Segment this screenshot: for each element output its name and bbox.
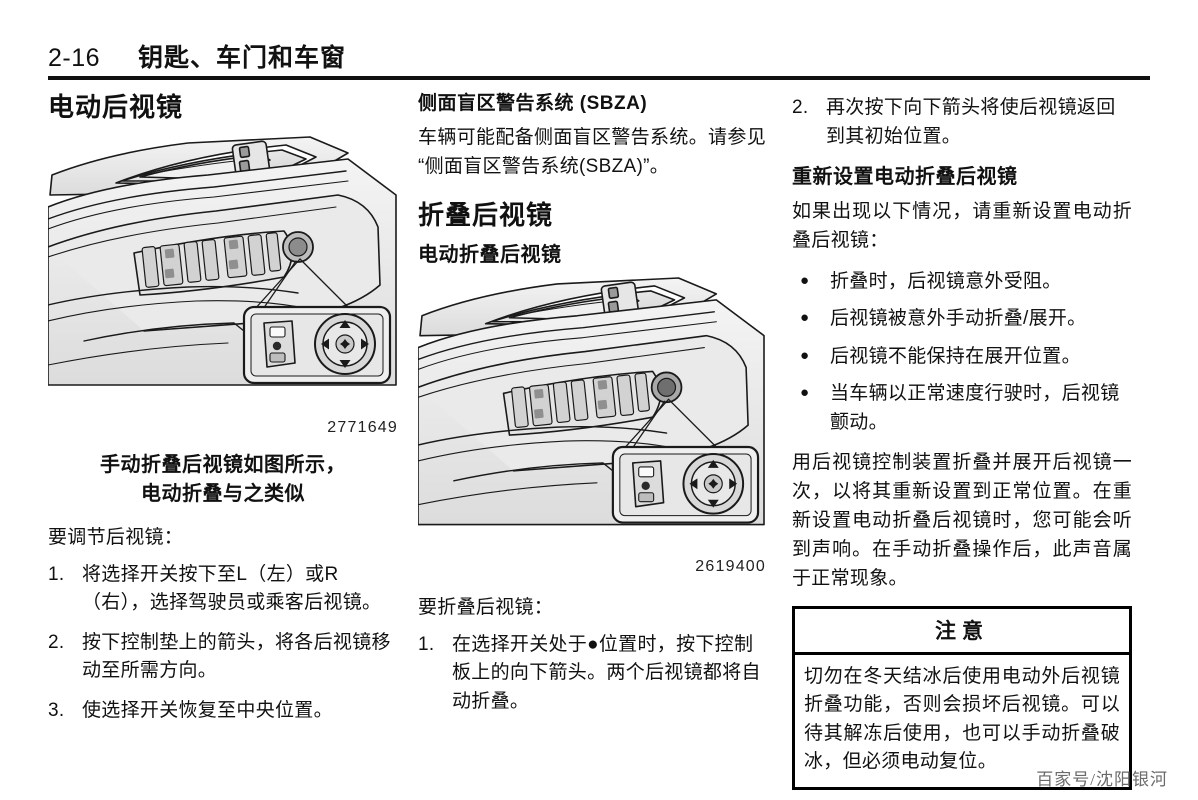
- list-item: 2. 再次按下向下箭头将使后视镜返回到其初始位置。: [792, 94, 1132, 151]
- reset-body: 用后视镜控制装置折叠并展开后视镜一次，以将其重新设置到正常位置。在重新设置电动折…: [792, 452, 1132, 589]
- bullet-icon: ●: [800, 309, 810, 327]
- step-marker: 1.: [48, 563, 65, 585]
- figure-caption-1: 手动折叠后视镜如图所示， 电动折叠与之类似: [48, 451, 398, 508]
- column-three: 2. 再次按下向下箭头将使后视镜返回到其初始位置。 重新设置电动折叠后视镜 如果…: [792, 92, 1132, 790]
- bullet-icon: ●: [800, 346, 810, 364]
- notice-title: 注意: [795, 609, 1129, 655]
- bullet-icon: ●: [800, 271, 810, 289]
- bullet-icon: ●: [800, 384, 810, 402]
- step-text: 在选择开关处于●位置时，按下控制板上的向下箭头。两个后视镜都将自动折叠。: [452, 633, 761, 712]
- section-title-folding-mirrors: 折叠后视镜: [418, 199, 554, 230]
- fold-mirrors-steps-continued: 2. 再次按下向下箭头将使后视镜返回到其初始位置。: [792, 94, 1132, 151]
- step-marker: 2.: [792, 97, 809, 118]
- step-text: 按下控制垫上的箭头，将各后视镜移动至所需方向。: [82, 631, 391, 682]
- chapter-title: 钥匙、车门和车窗: [138, 44, 347, 72]
- list-item: ● 折叠时，后视镜意外受阻。: [792, 268, 1132, 297]
- figure-door-panel-manual-fold: [48, 135, 398, 415]
- step-marker: 1.: [418, 633, 435, 655]
- adjust-mirrors-intro: 要调节后视镜：: [48, 526, 184, 548]
- step-text: 将选择开关按下至L（左）或R（右），选择驾驶员或乘客后视镜。: [82, 563, 382, 614]
- subsection-power-folding-mirrors: 电动折叠后视镜: [418, 243, 562, 266]
- reset-conditions-list: ● 折叠时，后视镜意外受阻。 ● 后视镜被意外手动折叠/展开。 ● 后视镜不能保…: [792, 268, 1132, 438]
- fold-mirrors-steps: 1. 在选择开关处于●位置时，按下控制板上的向下箭头。两个后视镜都将自动折叠。: [418, 631, 766, 717]
- column-two: 侧面盲区警告系统 (SBZA) 车辆可能配备侧面盲区警告系统。请参见“侧面盲区警…: [418, 92, 766, 727]
- bullet-text: 后视镜被意外手动折叠/展开。: [830, 308, 1087, 330]
- sbza-body: 车辆可能配备侧面盲区警告系统。请参见“侧面盲区警告系统(SBZA)”。: [418, 126, 766, 177]
- list-item: 3. 使选择开关恢复至中央位置。: [48, 697, 398, 726]
- figure-caption-line-1: 手动折叠后视镜如图所示，: [100, 454, 346, 477]
- list-item: ● 后视镜被意外手动折叠/展开。: [792, 305, 1132, 334]
- list-item: 2. 按下控制垫上的箭头，将各后视镜移动至所需方向。: [48, 629, 398, 686]
- bullet-text: 折叠时，后视镜意外受阻。: [830, 270, 1062, 292]
- figure-number-1: 2771649: [327, 419, 398, 437]
- adjust-mirrors-steps: 1. 将选择开关按下至L（左）或R（右），选择驾驶员或乘客后视镜。 2. 按下控…: [48, 561, 398, 726]
- list-item: 1. 在选择开关处于●位置时，按下控制板上的向下箭头。两个后视镜都将自动折叠。: [418, 631, 766, 717]
- page-header: 2-16 钥匙、车门和车窗: [48, 38, 1150, 74]
- sbza-heading: 侧面盲区警告系统 (SBZA): [418, 93, 648, 114]
- header-rule: [48, 76, 1150, 80]
- notice-box: 注意 切勿在冬天结冰后使用电动外后视镜折叠功能，否则会损坏后视镜。可以待其解冻后…: [792, 605, 1132, 790]
- column-one: 电动后视镜: [48, 92, 398, 736]
- notice-body: 切勿在冬天结冰后使用电动外后视镜折叠功能，否则会损坏后视镜。可以待其解冻后使用，…: [804, 665, 1120, 773]
- page-number: 2-16: [48, 44, 101, 72]
- list-item: 1. 将选择开关按下至L（左）或R（右），选择驾驶员或乘客后视镜。: [48, 561, 398, 618]
- step-marker: 2.: [48, 631, 65, 653]
- step-text: 再次按下向下箭头将使后视镜返回到其初始位置。: [826, 97, 1116, 147]
- list-item: ● 当车辆以正常速度行驶时，后视镜颤动。: [792, 380, 1132, 437]
- fold-mirrors-intro: 要折叠后视镜：: [418, 597, 554, 619]
- figure-caption-line-2: 电动折叠与之类似: [141, 482, 305, 505]
- subsection-reset-power-folding-mirrors: 重新设置电动折叠后视镜: [792, 166, 1018, 188]
- footer-watermark: 百家号/沈阳银河: [1036, 770, 1168, 789]
- list-item: ● 后视镜不能保持在展开位置。: [792, 343, 1132, 372]
- bullet-text: 后视镜不能保持在展开位置。: [830, 345, 1081, 367]
- reset-intro: 如果出现以下情况，请重新设置电动折叠后视镜：: [792, 201, 1132, 251]
- section-title-power-mirrors: 电动后视镜: [48, 92, 184, 122]
- bullet-text: 当车辆以正常速度行驶时，后视镜颤动。: [830, 383, 1120, 433]
- figure-number-2: 2619400: [695, 558, 766, 576]
- step-marker: 3.: [48, 699, 65, 721]
- step-text: 使选择开关恢复至中央位置。: [82, 699, 333, 721]
- figure-door-panel-power-fold: [418, 276, 766, 554]
